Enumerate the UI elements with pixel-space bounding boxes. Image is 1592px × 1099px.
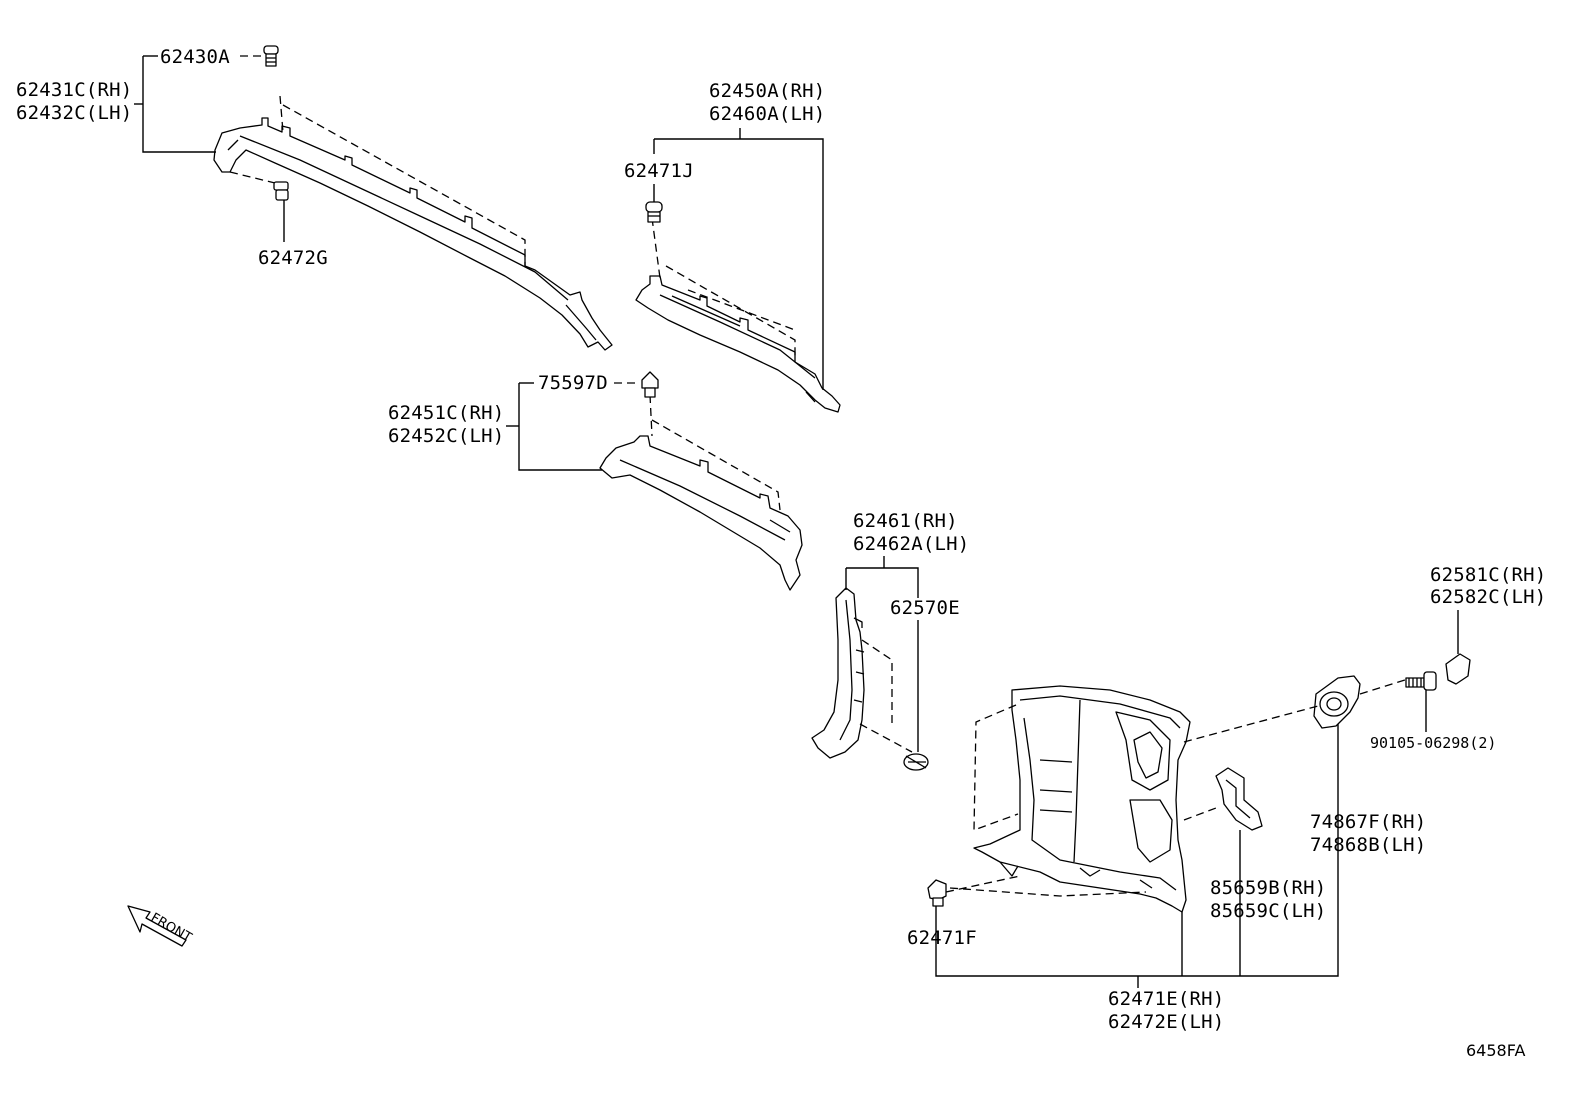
rail-62451C [599, 371, 803, 591]
upper-rail-62431C [213, 45, 613, 351]
label-62461: 62461(RH) [853, 510, 958, 532]
label-85659C: 85659C(LH) [1210, 900, 1326, 922]
front-arrow-icon: FRONT [127, 905, 194, 947]
clip-62472G-icon [273, 181, 289, 201]
clip-75597D-icon [641, 371, 659, 398]
label-62450A: 62450A(RH) [709, 80, 825, 102]
bracket-85659B [1215, 767, 1263, 831]
clip-62570E-icon [903, 753, 929, 771]
cover-62581C [1445, 653, 1471, 685]
label-62451C: 62451C(RH) [388, 402, 504, 424]
label-62472G: 62472G [258, 247, 328, 269]
leader-lines [134, 55, 1459, 988]
pillar-62461 [811, 587, 929, 771]
label-62570E: 62570E [890, 597, 960, 619]
label-62462A: 62462A(LH) [853, 533, 969, 555]
figure-code: 6458FA [1466, 1041, 1525, 1060]
label-62460A: 62460A(LH) [709, 103, 825, 125]
label-62471F: 62471F [907, 927, 977, 949]
label-62432C: 62432C(LH) [16, 102, 132, 124]
label-62582C: 62582C(LH) [1430, 586, 1546, 608]
label-90105: 90105-06298(2) [1370, 734, 1496, 752]
label-62430A: 62430A [160, 46, 230, 68]
label-62471E: 62471E(RH) [1108, 988, 1224, 1010]
lamp-74867F [1313, 675, 1406, 729]
clip-62471F-icon [927, 879, 947, 907]
label-74867F: 74867F(RH) [1310, 811, 1426, 833]
label-85659B: 85659B(RH) [1210, 877, 1326, 899]
bolt-90105-icon [1405, 671, 1437, 691]
clip-62471J-icon [645, 201, 663, 223]
label-74868B: 74868B(LH) [1310, 834, 1426, 856]
quarter-trim-panel-62471E [927, 685, 1319, 913]
label-62581C: 62581C(RH) [1430, 564, 1546, 586]
rail-62450A [635, 201, 841, 413]
label-62472E: 62472E(LH) [1108, 1011, 1224, 1033]
label-62452C: 62452C(LH) [388, 425, 504, 447]
label-75597D: 75597D [538, 372, 608, 394]
label-62471J: 62471J [624, 160, 694, 182]
label-62431C: 62431C(RH) [16, 79, 132, 101]
clip-62430A-icon [263, 45, 279, 67]
